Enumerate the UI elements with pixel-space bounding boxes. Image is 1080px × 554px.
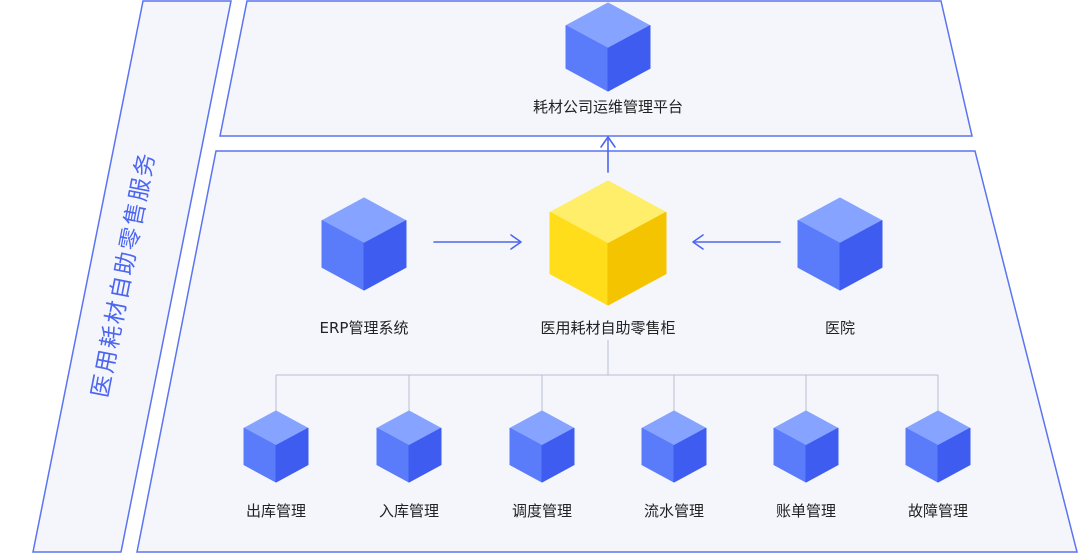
cube-right-face [408, 427, 442, 483]
module-inbound-cube-icon [376, 410, 442, 483]
cube-right-face [937, 427, 971, 483]
cabinet-label: 医用耗材自助零售柜 [540, 319, 675, 337]
platform-cube-icon [565, 2, 651, 92]
module-fault-cube-icon [905, 410, 971, 483]
side-banner-panel [32, 0, 232, 553]
cube-right-face [839, 220, 883, 291]
hospital-cube-icon [797, 197, 883, 291]
module-outbound-cube-icon [243, 410, 309, 483]
arrow-erp-to-cabinet [433, 234, 522, 250]
module-dispatch-cube-icon [509, 410, 575, 483]
module-billing-cube-icon [773, 410, 839, 483]
module-ledger-cube-icon [641, 410, 707, 483]
module-label-dispatch: 调度管理 [512, 502, 572, 520]
cube-right-face [673, 427, 707, 483]
hospital-label: 医院 [825, 319, 855, 337]
platform-label: 耗材公司运维管理平台 [533, 98, 683, 116]
erp-cube-icon [321, 197, 407, 291]
cabinet-cube-icon [549, 180, 667, 306]
module-label-inbound: 入库管理 [379, 502, 439, 520]
erp-label: ERP管理系统 [320, 319, 409, 337]
cube-right-face [275, 427, 309, 483]
cube-right-face [363, 220, 407, 291]
module-label-fault: 故障管理 [908, 502, 968, 520]
arrow-cabinet-to-platform [600, 136, 616, 173]
module-label-outbound: 出库管理 [246, 502, 306, 520]
cube-right-face [607, 211, 667, 306]
module-label-ledger: 流水管理 [644, 502, 704, 520]
cube-right-face [805, 427, 839, 483]
cube-right-face [607, 25, 651, 92]
cube-right-face [541, 427, 575, 483]
arrow-hospital-to-cabinet [692, 234, 781, 250]
module-label-billing: 账单管理 [776, 502, 836, 520]
module-connector-lines [275, 340, 939, 412]
